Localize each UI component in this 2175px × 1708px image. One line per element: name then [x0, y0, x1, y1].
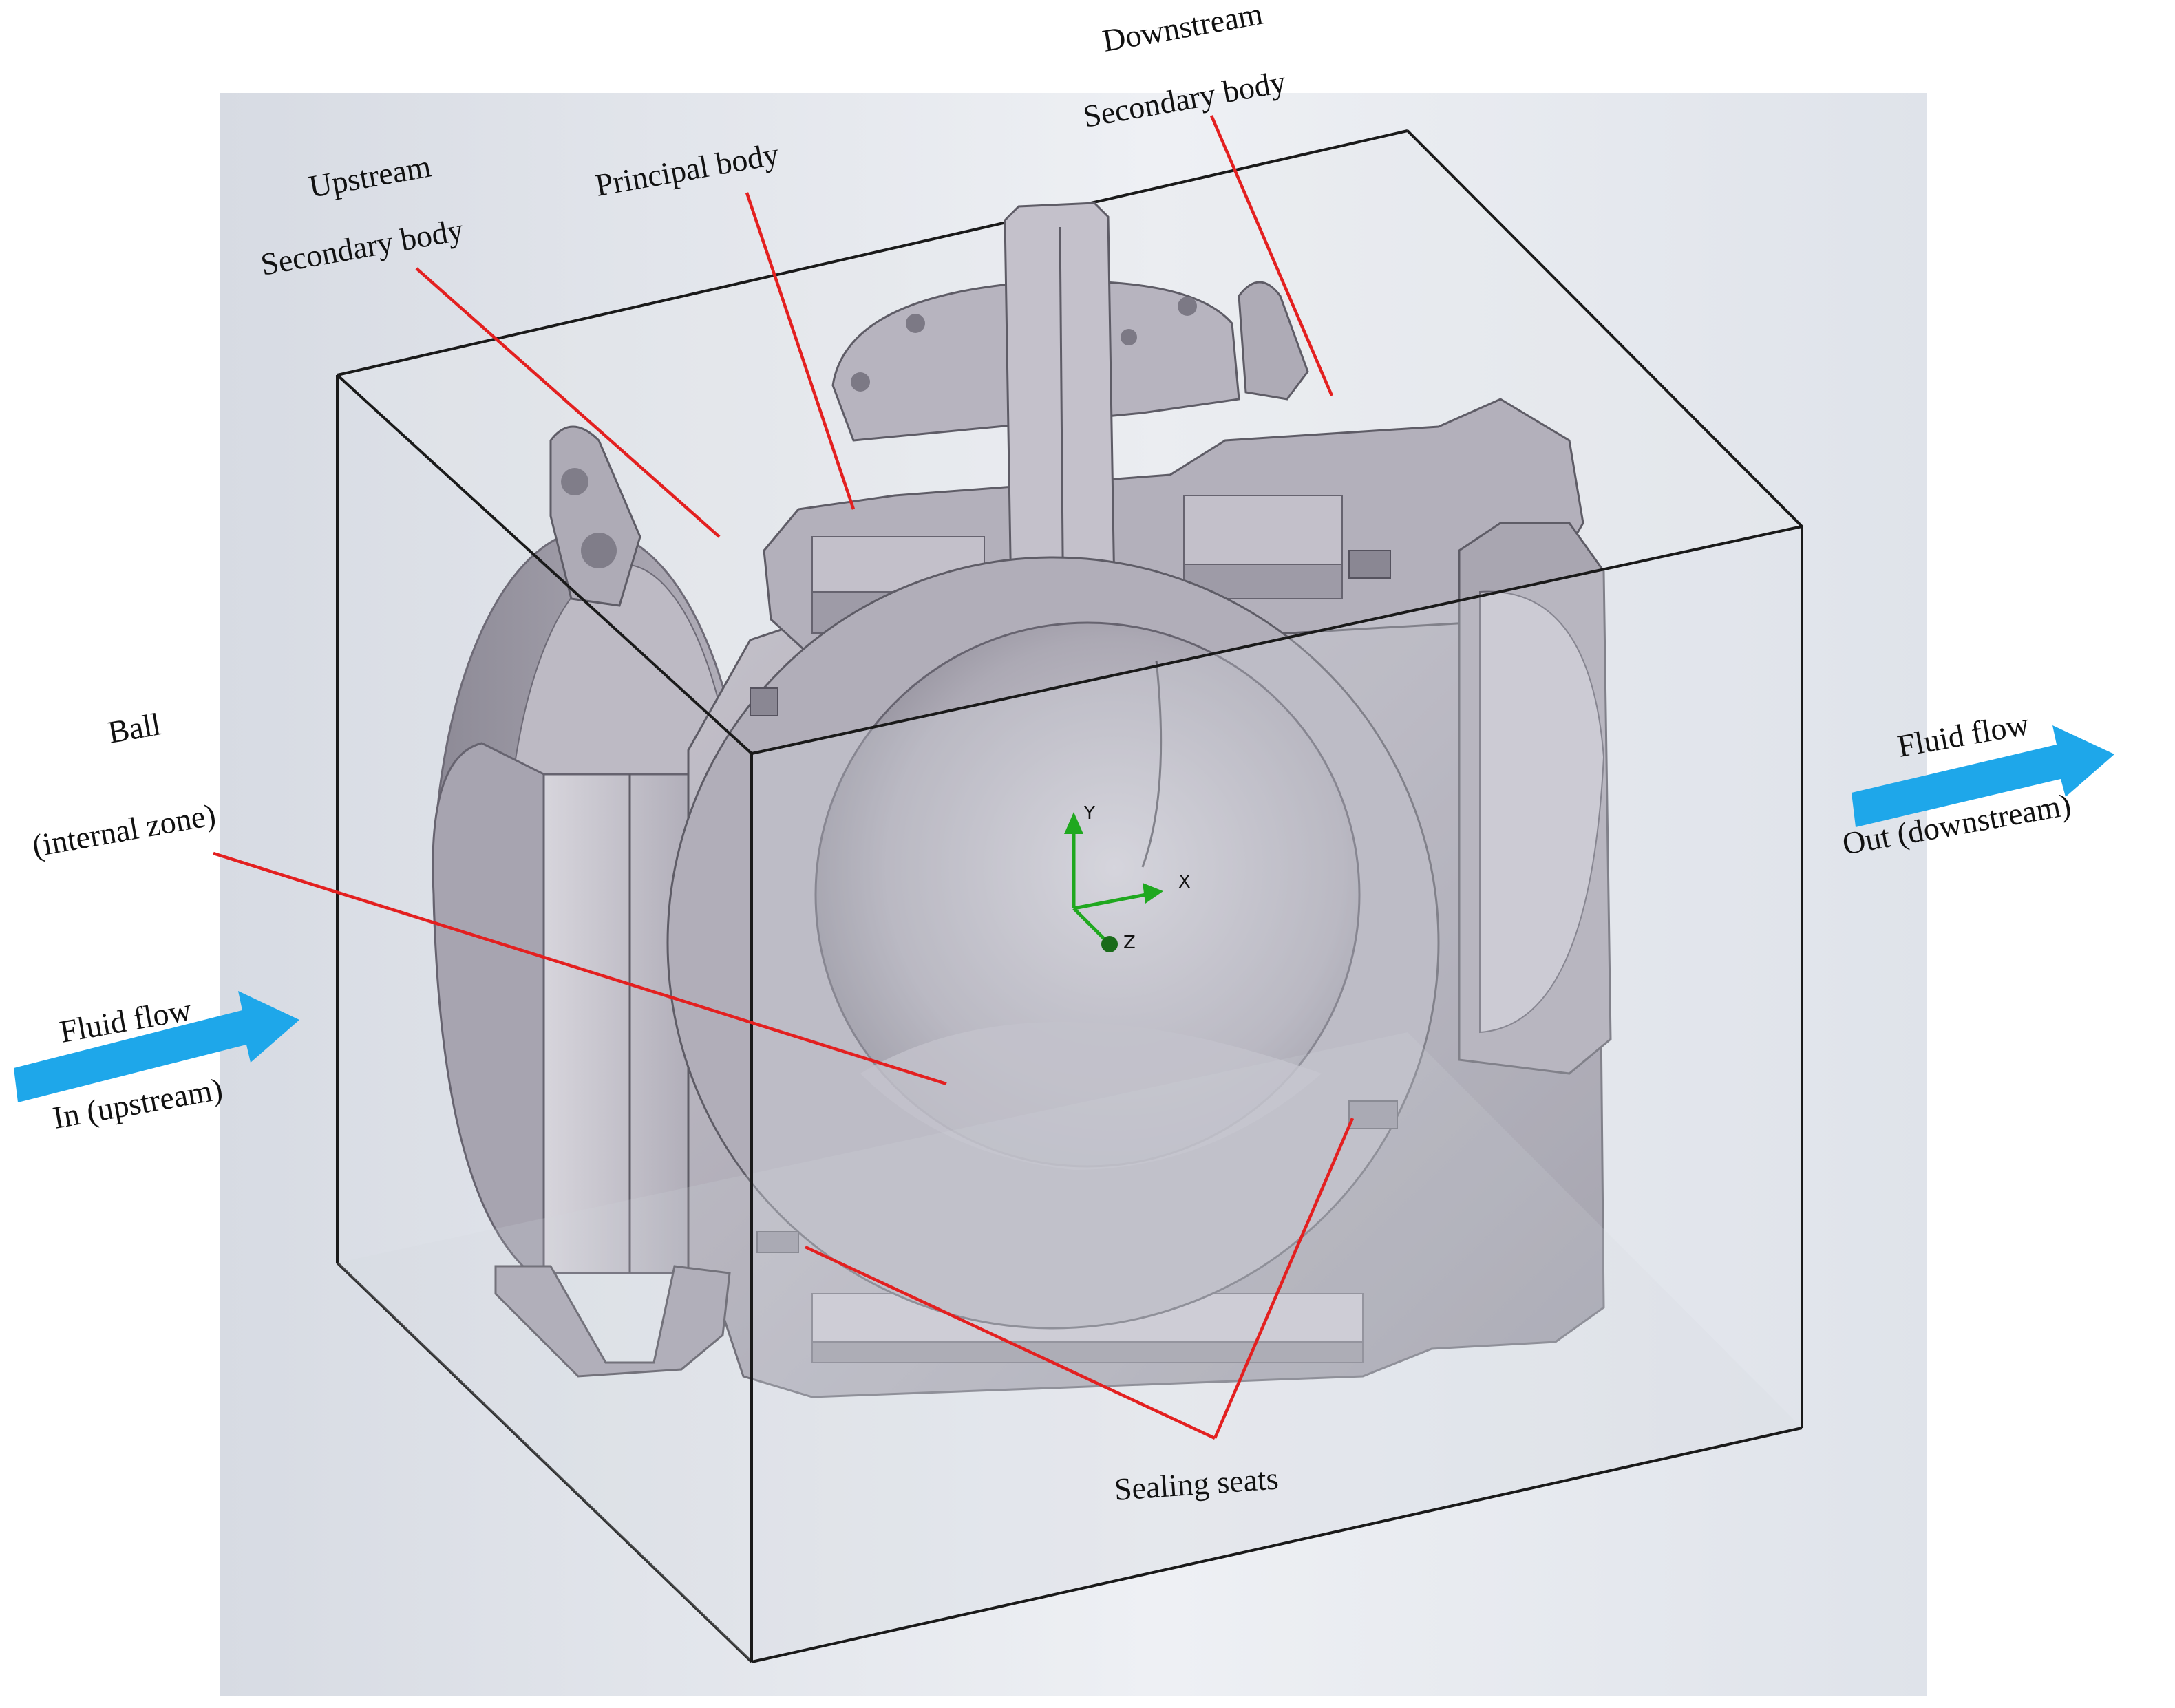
triad-z-label: Z [1123, 932, 1136, 953]
leader-ball [213, 851, 947, 1086]
svg-text:Ball: Ball [105, 706, 163, 750]
inlet-pipe [432, 742, 552, 1274]
leader-lines [213, 115, 1355, 1440]
label-ball: Ball (internal zone) [30, 706, 218, 864]
triad-x-label: X [1178, 872, 1191, 893]
valve-body [432, 202, 1612, 1398]
svg-text:Downstream: Downstream [1100, 0, 1266, 58]
support-foot [494, 1265, 731, 1378]
seat-downstream-top [1348, 550, 1391, 579]
lifting-lug-downstream [1238, 281, 1309, 401]
coordinate-triad: Y X Z [1064, 803, 1191, 953]
svg-text:(internal zone): (internal zone) [30, 797, 218, 864]
seat-downstream-bottom [1348, 1100, 1398, 1129]
triad-y-label: Y [1083, 803, 1095, 824]
leader-downstream-body [1209, 115, 1334, 396]
leader-principal-body [745, 192, 856, 510]
leader-upstream-body [415, 267, 721, 538]
flow-arrow-in [14, 991, 299, 1102]
domain-box-front [336, 374, 1803, 1663]
leader-seat-2 [1213, 1118, 1355, 1439]
seat-upstream-bottom [756, 1231, 799, 1253]
flow-arrow-out [1852, 725, 2114, 827]
leader-seat-1 [805, 1245, 1216, 1440]
seat-upstream-top [750, 687, 778, 716]
